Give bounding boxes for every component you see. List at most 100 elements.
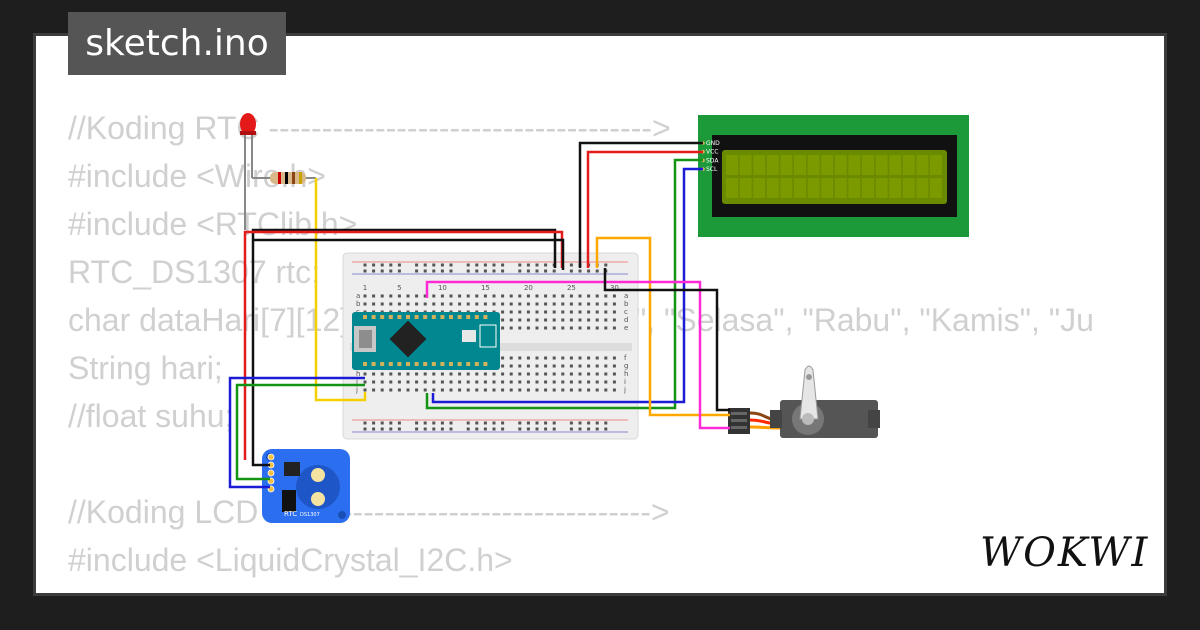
nano-pin[interactable] [414,362,419,366]
breadboard-hole[interactable] [466,388,470,392]
breadboard-hole[interactable] [509,318,513,322]
breadboard-hole[interactable] [535,388,539,392]
breadboard-hole[interactable] [449,372,453,376]
rail-hole[interactable] [475,421,479,425]
breadboard-hole[interactable] [544,372,548,376]
breadboard-hole[interactable] [449,380,453,384]
rail-hole[interactable] [380,421,384,425]
servo-motor[interactable] [728,365,880,438]
breadboard-hole[interactable] [561,356,565,360]
breadboard-hole[interactable] [526,326,530,330]
breadboard-hole[interactable] [363,302,367,306]
breadboard-hole[interactable] [440,302,444,306]
rail-hole[interactable] [449,263,453,267]
rail-hole[interactable] [389,263,393,267]
rail-hole[interactable] [466,427,470,431]
rail-hole[interactable] [587,427,591,431]
breadboard-hole[interactable] [569,380,573,384]
breadboard-hole[interactable] [483,388,487,392]
breadboard-hole[interactable] [535,302,539,306]
breadboard-hole[interactable] [475,372,479,376]
rail-hole[interactable] [492,421,496,425]
rail-hole[interactable] [415,427,419,431]
nano-pin[interactable] [423,362,428,366]
breadboard-hole[interactable] [397,380,401,384]
breadboard-hole[interactable] [501,388,505,392]
rail-hole[interactable] [423,421,427,425]
arduino-nano[interactable] [352,312,500,370]
breadboard-hole[interactable] [406,302,410,306]
breadboard-hole[interactable] [578,364,582,368]
breadboard-hole[interactable] [518,380,522,384]
rail-hole[interactable] [526,421,530,425]
breadboard-hole[interactable] [406,380,410,384]
rail-hole[interactable] [526,263,530,267]
breadboard-hole[interactable] [389,388,393,392]
rail-hole[interactable] [389,269,393,273]
breadboard-hole[interactable] [612,318,616,322]
rail-hole[interactable] [587,421,591,425]
rail-hole[interactable] [604,421,608,425]
breadboard-hole[interactable] [552,302,556,306]
breadboard-hole[interactable] [363,294,367,298]
breadboard-hole[interactable] [578,318,582,322]
breadboard-hole[interactable] [475,388,479,392]
breadboard-hole[interactable] [458,380,462,384]
breadboard-hole[interactable] [604,294,608,298]
breadboard-hole[interactable] [509,294,513,298]
rail-hole[interactable] [587,269,591,273]
breadboard-hole[interactable] [415,388,419,392]
rail-hole[interactable] [595,421,599,425]
nano-pin[interactable] [431,315,436,319]
breadboard-hole[interactable] [561,380,565,384]
rtc-module[interactable]: RTC DS1307 [262,449,350,523]
breadboard-hole[interactable] [501,364,505,368]
breadboard-hole[interactable] [569,364,573,368]
rail-hole[interactable] [380,269,384,273]
rail-hole[interactable] [423,427,427,431]
rail-hole[interactable] [544,427,548,431]
rail-hole[interactable] [475,269,479,273]
breadboard-hole[interactable] [518,302,522,306]
rail-hole[interactable] [518,427,522,431]
breadboard-hole[interactable] [432,372,436,376]
breadboard-hole[interactable] [612,356,616,360]
breadboard-hole[interactable] [612,294,616,298]
breadboard-hole[interactable] [501,380,505,384]
breadboard-hole[interactable] [612,372,616,376]
breadboard-hole[interactable] [595,310,599,314]
breadboard-hole[interactable] [415,294,419,298]
breadboard-hole[interactable] [458,388,462,392]
breadboard-hole[interactable] [587,388,591,392]
breadboard-hole[interactable] [544,364,548,368]
rail-hole[interactable] [518,263,522,267]
breadboard-hole[interactable] [397,372,401,376]
rail-hole[interactable] [415,269,419,273]
breadboard-hole[interactable] [406,294,410,298]
breadboard-hole[interactable] [604,372,608,376]
rail-hole[interactable] [397,427,401,431]
nano-pin[interactable] [406,362,410,366]
breadboard-hole[interactable] [449,302,453,306]
breadboard-hole[interactable] [406,372,410,376]
breadboard-hole[interactable] [526,294,530,298]
breadboard-hole[interactable] [535,380,539,384]
rail-hole[interactable] [492,269,496,273]
rail-hole[interactable] [372,269,376,273]
breadboard-hole[interactable] [544,388,548,392]
rail-hole[interactable] [440,263,444,267]
nano-pin[interactable] [466,315,471,319]
nano-pin[interactable] [371,362,376,366]
breadboard-hole[interactable] [526,356,530,360]
breadboard-hole[interactable] [492,380,496,384]
breadboard-hole[interactable] [509,302,513,306]
breadboard-hole[interactable] [544,318,548,322]
breadboard-hole[interactable] [397,388,401,392]
breadboard-hole[interactable] [587,302,591,306]
breadboard-hole[interactable] [509,356,513,360]
breadboard-hole[interactable] [380,372,384,376]
breadboard-hole[interactable] [595,380,599,384]
breadboard-hole[interactable] [423,372,427,376]
rail-hole[interactable] [372,421,376,425]
breadboard-hole[interactable] [492,294,496,298]
